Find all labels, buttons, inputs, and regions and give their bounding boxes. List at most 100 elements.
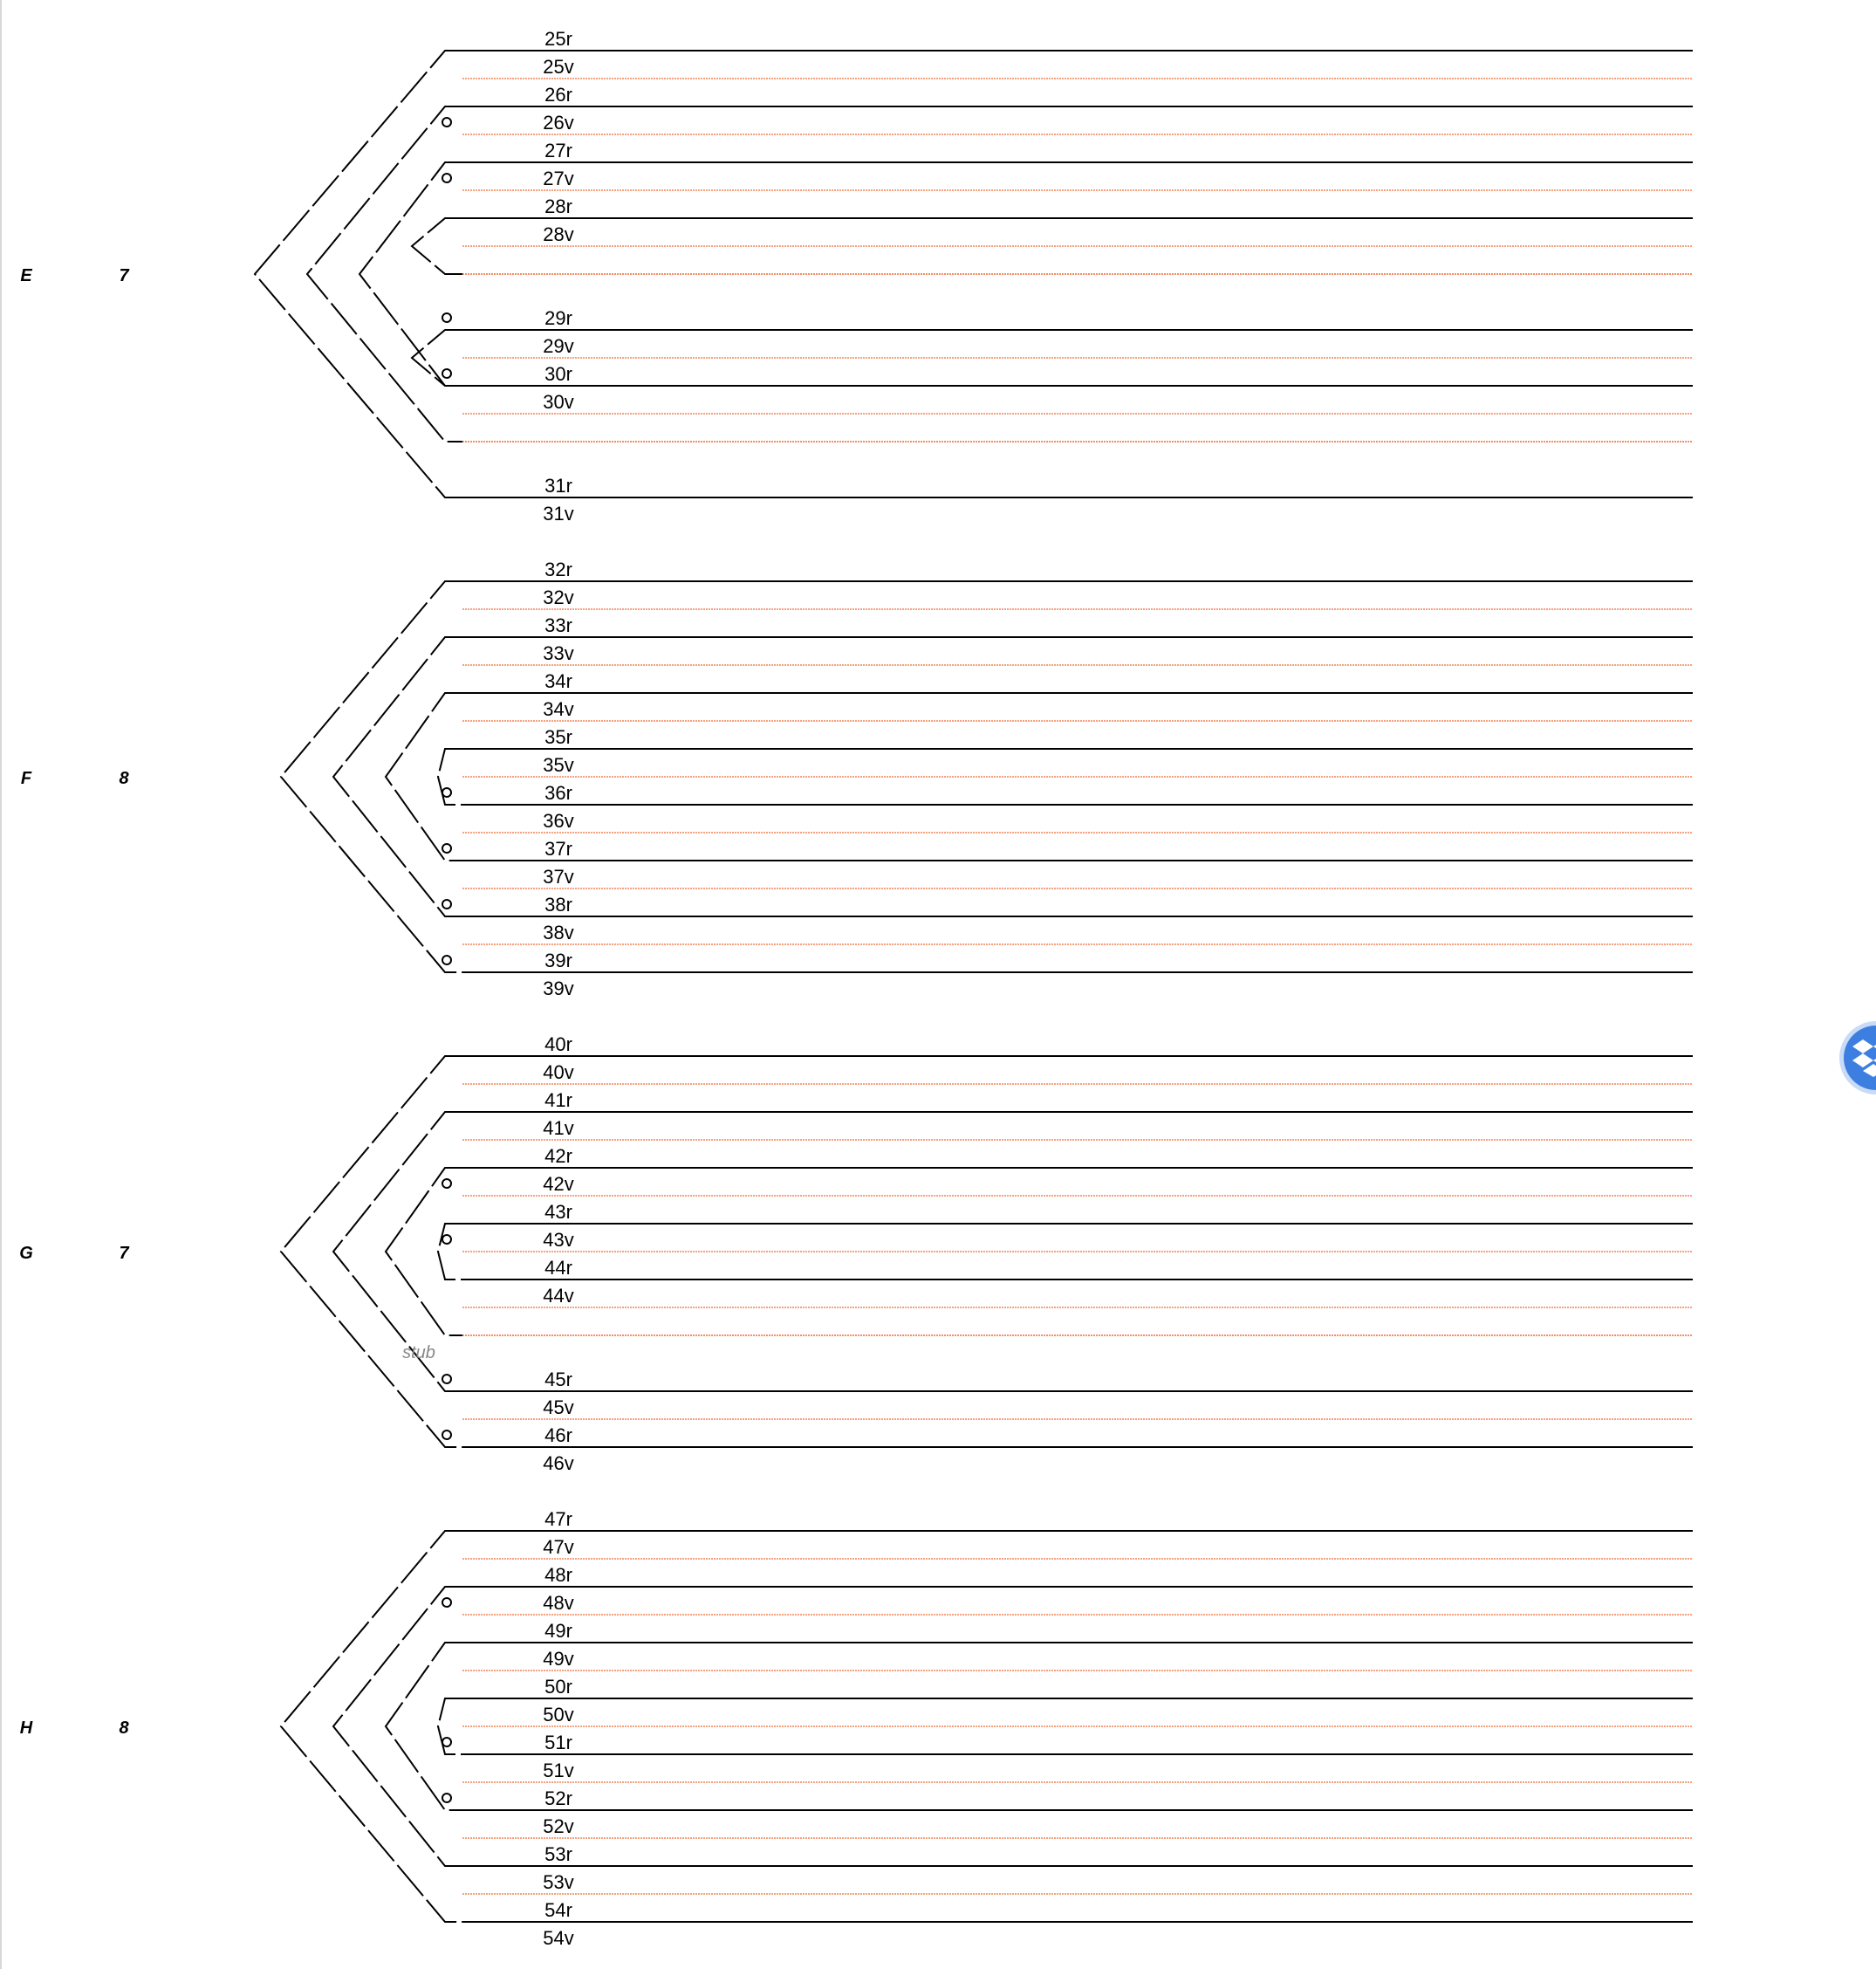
recto-label: 41r — [544, 1089, 572, 1111]
singleton-marker — [442, 899, 452, 909]
verso-label: 36v — [543, 810, 573, 832]
recto-label: 44r — [544, 1257, 572, 1279]
singleton-marker — [442, 1793, 452, 1803]
page-left-border — [0, 0, 2, 1969]
gathering-letter: E — [20, 266, 32, 285]
fold-chevron — [253, 50, 462, 498]
stub-label: stub — [402, 1343, 435, 1362]
recto-label: 29r — [544, 307, 572, 329]
fold-chevron — [279, 1530, 462, 1923]
gathering-letter: G — [19, 1244, 33, 1263]
verso-label: 28v — [543, 223, 573, 245]
leaf-count: 7 — [119, 1244, 129, 1263]
recto-label: 25r — [544, 28, 572, 50]
recto-label: 35r — [544, 726, 572, 748]
verso-label: 52v — [543, 1815, 573, 1837]
recto-label: 26r — [544, 84, 572, 106]
fold-chevron — [384, 692, 462, 861]
recto-label: 33r — [544, 614, 572, 636]
fold-chevron — [332, 1111, 462, 1392]
verso-label: 26v — [543, 112, 573, 134]
recto-label: 30r — [544, 363, 572, 385]
fold-chevron — [279, 1055, 462, 1448]
singleton-marker — [442, 368, 452, 379]
verso-label: 43v — [543, 1229, 573, 1251]
recto-label: 36r — [544, 782, 572, 804]
singleton-marker — [442, 1430, 452, 1440]
recto-label: 27r — [544, 140, 572, 161]
recto-label: 39r — [544, 950, 572, 971]
verso-label: 34v — [543, 698, 573, 720]
singleton-marker — [442, 1374, 452, 1384]
verso-label: 46v — [543, 1452, 573, 1474]
verso-label: 54v — [543, 1927, 573, 1949]
leaf-count: 8 — [119, 769, 129, 788]
verso-label: 45v — [543, 1396, 573, 1418]
fold-chevron — [384, 1167, 462, 1336]
verso-label: 47v — [543, 1536, 573, 1558]
recto-label: 28r — [544, 196, 572, 217]
recto-label: 48r — [544, 1564, 572, 1586]
verso-label: 53v — [543, 1871, 573, 1893]
leaf-count: 7 — [119, 266, 129, 285]
singleton-marker — [442, 955, 452, 965]
singleton-marker — [442, 312, 452, 323]
recto-label: 43r — [544, 1201, 572, 1223]
verso-label: 51v — [543, 1760, 573, 1781]
verso-label: 41v — [543, 1117, 573, 1139]
dropbox-glyph-icon — [1852, 1039, 1876, 1077]
verso-label: 42v — [543, 1173, 573, 1195]
verso-label: 33v — [543, 642, 573, 664]
fold-chevron — [305, 106, 462, 443]
fold-chevron — [332, 636, 462, 917]
singleton-marker — [442, 1234, 452, 1245]
recto-label: 46r — [544, 1424, 572, 1446]
verso-label: 50v — [543, 1704, 573, 1725]
verso-label: 31v — [543, 503, 573, 525]
fold-chevron — [436, 1223, 462, 1280]
fold-chevron — [332, 1586, 462, 1867]
fold-chevron — [436, 1698, 462, 1755]
recto-label: 47r — [544, 1508, 572, 1530]
recto-label: 32r — [544, 559, 572, 580]
singleton-marker — [442, 173, 452, 183]
recto-label: 51r — [544, 1732, 572, 1753]
fold-chevron — [384, 1642, 462, 1811]
recto-label: 40r — [544, 1033, 572, 1055]
singleton-marker — [442, 787, 452, 798]
verso-label: 49v — [543, 1648, 573, 1670]
gathering-letter: H — [20, 1719, 33, 1738]
leaf-count: 8 — [119, 1719, 129, 1738]
singleton-marker — [442, 1737, 452, 1747]
verso-label: 39v — [543, 978, 573, 999]
verso-label: 25v — [543, 56, 573, 78]
verso-label: 37v — [543, 866, 573, 888]
singleton-marker — [442, 1178, 452, 1189]
recto-label: 45r — [544, 1369, 572, 1390]
recto-label: 53r — [544, 1843, 572, 1865]
recto-label: 42r — [544, 1145, 572, 1167]
recto-label: 34r — [544, 670, 572, 692]
recto-label: 38r — [544, 894, 572, 916]
recto-label: 54r — [544, 1899, 572, 1921]
recto-label: 50r — [544, 1676, 572, 1698]
fold-chevron — [410, 329, 462, 387]
fold-chevron — [436, 748, 462, 806]
singleton-marker — [442, 843, 452, 854]
verso-label: 35v — [543, 754, 573, 776]
verso-label: 44v — [543, 1285, 573, 1307]
recto-label: 52r — [544, 1787, 572, 1809]
verso-label: 30v — [543, 391, 573, 413]
verso-label: 48v — [543, 1592, 573, 1614]
verso-label: 38v — [543, 922, 573, 943]
fold-chevron — [410, 217, 462, 275]
verso-label: 27v — [543, 168, 573, 189]
recto-label: 31r — [544, 475, 572, 497]
recto-label: 49r — [544, 1620, 572, 1642]
verso-label: 40v — [543, 1061, 573, 1083]
singleton-marker — [442, 117, 452, 127]
recto-label: 37r — [544, 838, 572, 860]
singleton-marker — [442, 1597, 452, 1608]
verso-label: 29v — [543, 335, 573, 357]
